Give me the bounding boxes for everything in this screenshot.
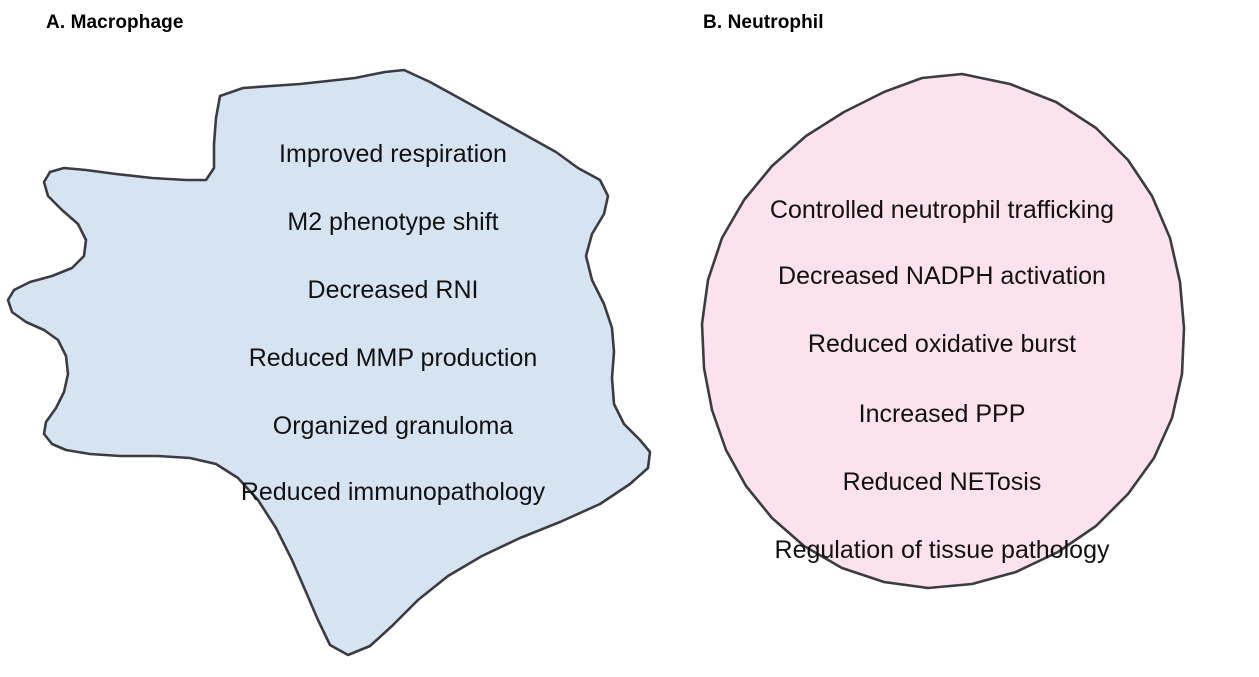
macrophage-label-4: Reduced MMP production xyxy=(248,344,538,372)
neutrophil-label-2: Decreased NADPH activation xyxy=(778,262,1106,290)
macrophage-label-6: Reduced immunopathology xyxy=(240,478,546,506)
neutrophil-label-5: Reduced NETosis xyxy=(842,468,1042,496)
neutrophil-label-6: Regulation of tissue pathology xyxy=(774,536,1110,564)
macrophage-label-5: Organized granuloma xyxy=(272,412,514,440)
neutrophil-label-1: Controlled neutrophil trafficking xyxy=(769,196,1115,224)
macrophage-label-2: M2 phenotype shift xyxy=(287,208,499,236)
panel-title-neutrophil: B. Neutrophil xyxy=(703,12,824,33)
neutrophil-label-3: Reduced oxidative burst xyxy=(807,330,1077,358)
macrophage-label-1: Improved respiration xyxy=(279,140,507,168)
panel-title-macrophage: A. Macrophage xyxy=(46,12,184,33)
macrophage-label-3: Decreased RNI xyxy=(307,276,479,304)
neutrophil-label-4: Increased PPP xyxy=(858,400,1026,428)
